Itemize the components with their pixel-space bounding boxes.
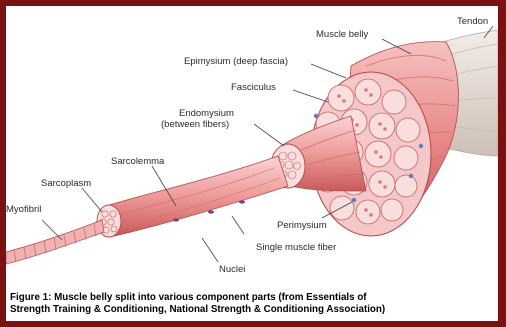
muscle-illustration: Muscle belly Tendon Epimysium (deep fasc… <box>6 6 498 289</box>
single-fiber-shape <box>106 156 288 236</box>
label-endomysium: Endomysium <box>179 108 234 119</box>
label-myofibril: Myofibril <box>6 204 41 215</box>
label-fasciculus: Fasciculus <box>231 82 276 93</box>
label-nuclei: Nuclei <box>219 264 245 275</box>
myofibril-shape <box>6 220 104 264</box>
label-sarcoplasm: Sarcoplasm <box>41 178 91 189</box>
label-single-fiber: Single muscle fiber <box>256 242 336 253</box>
caption-line-1: Figure 1: Muscle belly split into variou… <box>10 292 498 304</box>
figure-panel: Muscle belly Tendon Epimysium (deep fasc… <box>6 6 498 321</box>
figure-caption: Figure 1: Muscle belly split into variou… <box>10 292 498 316</box>
label-perimysium: Perimysium <box>277 220 327 231</box>
label-endomysium-sub: (between fibers) <box>161 119 229 130</box>
label-muscle-belly: Muscle belly <box>316 29 369 40</box>
label-epimysium: Epimysium (deep fascia) <box>184 56 288 67</box>
label-tendon: Tendon <box>457 16 488 27</box>
label-sarcolemma: Sarcolemma <box>111 156 165 167</box>
caption-line-2: Strength Training & Conditioning, Nation… <box>10 304 498 316</box>
